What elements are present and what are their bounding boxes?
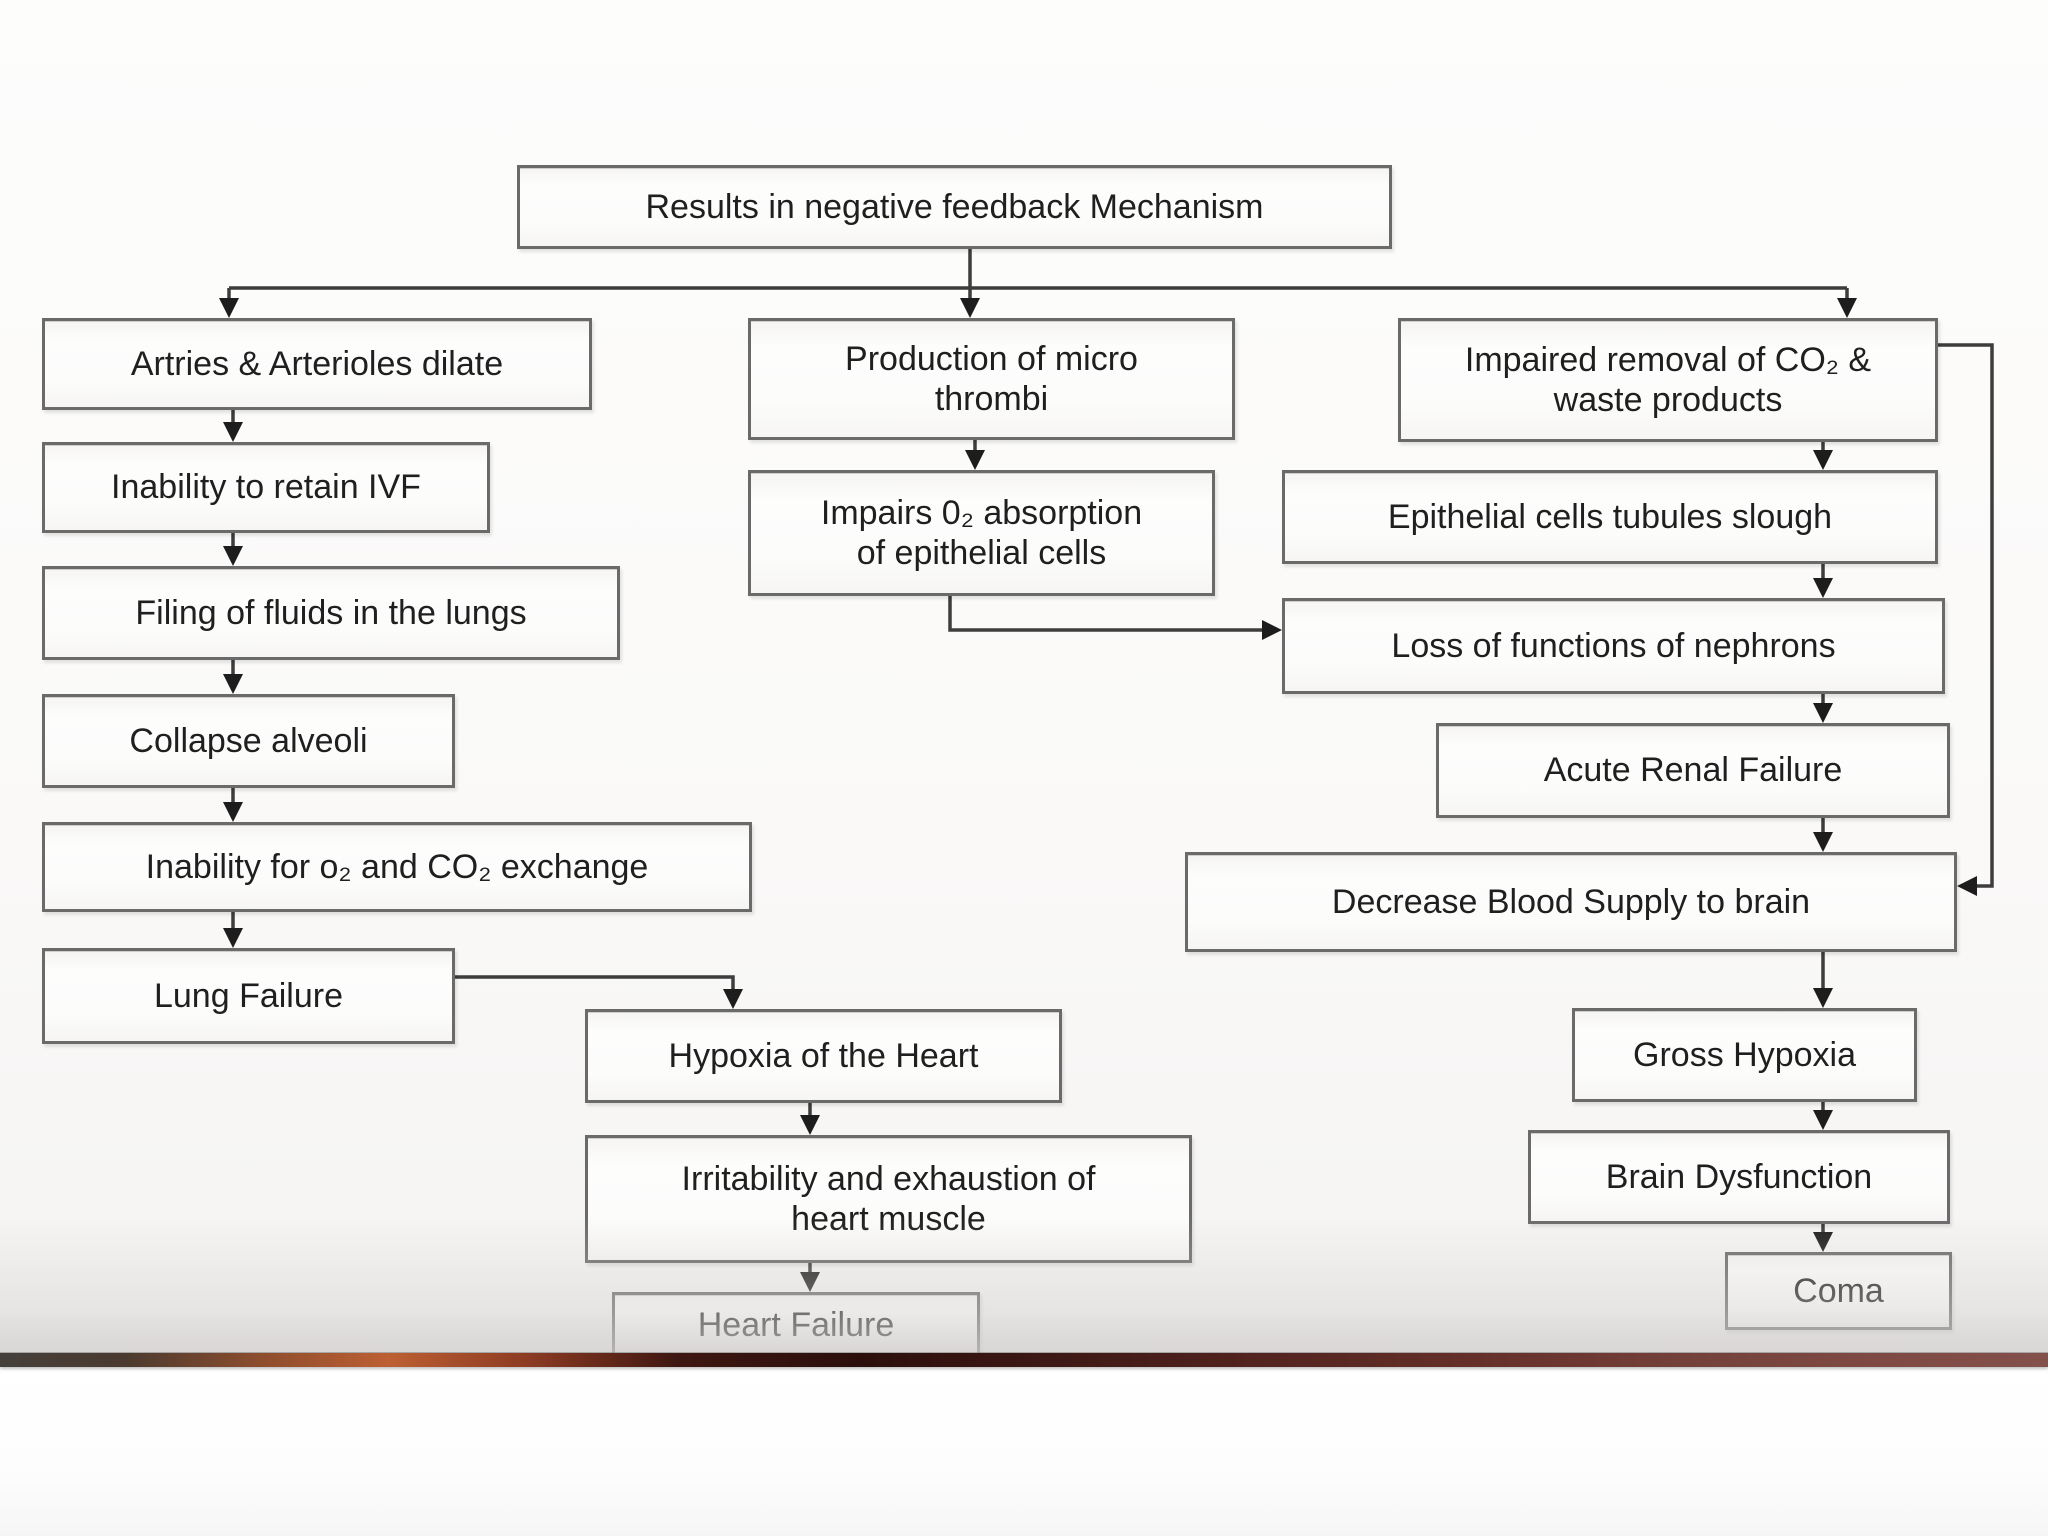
edge-top-r1-arrowhead (1837, 298, 1857, 318)
edge-r1-r2-arrowhead (1813, 450, 1833, 470)
node-hypoxia-of-the-heart: Hypoxia of the Heart (585, 1009, 1062, 1103)
node-label: Lung Failure (153, 976, 343, 1015)
node-inability-o2-co2-exchange: Inability for o₂ and CO₂ exchange (42, 822, 752, 912)
edge-l2-l3-arrowhead (223, 546, 243, 566)
node-label: Gross Hypoxia (1633, 1035, 1856, 1074)
node-loss-of-functions-of-nephrons: Loss of functions of nephrons (1282, 598, 1945, 694)
node-label: Loss of functions of nephrons (1391, 626, 1836, 665)
edge-r6-r7-arrowhead (1813, 1110, 1833, 1130)
node-inability-to-retain-ivf: Inability to retain IVF (42, 442, 490, 533)
node-label: Decrease Blood Supply to brain (1331, 882, 1811, 921)
edge-l6-h1-arrowhead (723, 989, 743, 1009)
slide-bottom-fade (0, 1216, 2048, 1353)
edge-m1-m2-arrowhead (965, 450, 985, 470)
edge-l1-l2-arrowhead (223, 422, 243, 442)
node-filing-of-fluids-in-lungs: Filing of fluids in the lungs (42, 566, 620, 660)
edge-h1-h2-arrowhead (800, 1115, 820, 1135)
edge-l4-l5-arrowhead (223, 802, 243, 822)
node-impairs-o2-absorption-epithelial-cells: Impairs 0₂ absorption of epithelial cell… (748, 470, 1215, 596)
node-label: Collapse alveoli (129, 721, 368, 760)
node-impaired-removal-co2-waste: Impaired removal of CO₂ & waste products (1398, 318, 1938, 442)
node-label: Artries & Arterioles dilate (130, 344, 504, 383)
edge-top-l1-arrowhead (219, 298, 239, 318)
node-label: Hypoxia of the Heart (668, 1036, 979, 1075)
edge-top-m1-arrowhead (960, 298, 980, 318)
node-label: Epithelial cells tubules slough (1387, 497, 1833, 536)
node-label: Impaired removal of CO₂ & waste products (1464, 340, 1872, 419)
node-brain-dysfunction: Brain Dysfunction (1528, 1130, 1950, 1224)
node-label: Production of micro thrombi (845, 339, 1138, 418)
edge-r4-r5-arrowhead (1813, 832, 1833, 852)
edge-l5-l6-arrowhead (223, 928, 243, 948)
node-collapse-alveoli: Collapse alveoli (42, 694, 455, 788)
area-below-slide (0, 1367, 2048, 1536)
edge-r5-r6-arrowhead (1813, 988, 1833, 1008)
node-lung-failure: Lung Failure (42, 948, 455, 1044)
node-label: Inability to retain IVF (111, 468, 421, 507)
node-label: Impairs 0₂ absorption of epithelial cell… (820, 493, 1143, 572)
edge-l3-l4-arrowhead (223, 674, 243, 694)
edge-r1-r5-feedback-arrowhead (1957, 876, 1977, 896)
node-production-of-micro-thrombi: Production of micro thrombi (748, 318, 1235, 440)
edge-m2-r3-arrowhead (1262, 620, 1282, 640)
node-results-negative-feedback-mechanism: Results in negative feedback Mechanism (517, 165, 1392, 249)
node-label: Acute Renal Failure (1543, 751, 1843, 790)
node-label: Filing of fluids in the lungs (135, 593, 527, 632)
node-label: Inability for o₂ and CO₂ exchange (145, 847, 649, 886)
slide-footer-band (0, 1353, 2048, 1367)
node-acute-renal-failure: Acute Renal Failure (1436, 723, 1950, 818)
edge-r3-r4-arrowhead (1813, 703, 1833, 723)
edge-r2-r3-arrowhead (1813, 578, 1833, 598)
node-label: Brain Dysfunction (1605, 1157, 1873, 1196)
edge-m2-r3-line (948, 596, 1267, 632)
node-gross-hypoxia: Gross Hypoxia (1572, 1008, 1917, 1102)
node-decrease-blood-supply-to-brain: Decrease Blood Supply to brain (1185, 852, 1957, 952)
node-label: Results in negative feedback Mechanism (645, 187, 1264, 226)
node-epithelial-cells-tubules-slough: Epithelial cells tubules slough (1282, 470, 1938, 564)
edge-l6-h1-line (455, 975, 735, 994)
node-artries-arterioles-dilate: Artries & Arterioles dilate (42, 318, 592, 410)
